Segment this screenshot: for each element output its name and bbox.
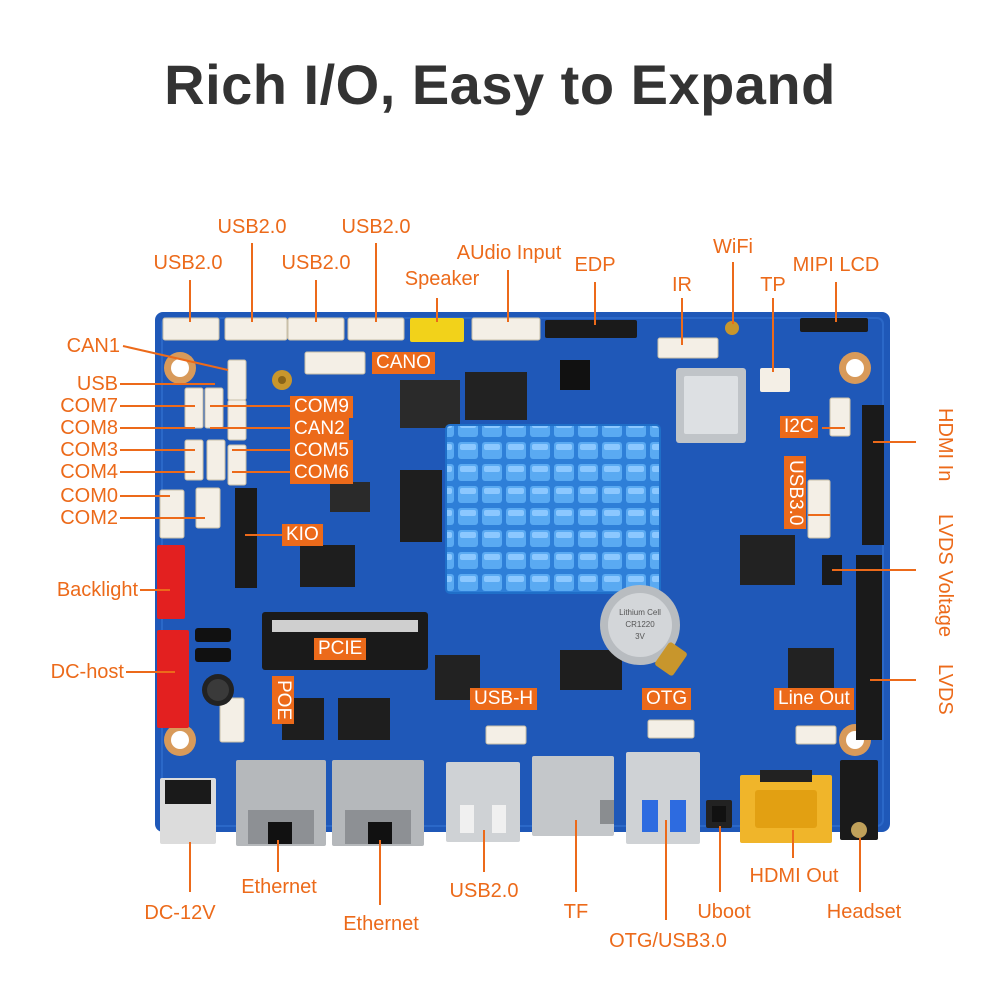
lvds-header: [856, 555, 882, 740]
label-com7: COM7: [60, 395, 118, 417]
tag-line-out: Line Out: [774, 688, 854, 710]
label-com4: COM4: [60, 461, 118, 483]
tag-cano: CANO: [372, 352, 435, 374]
tag-com6: COM6: [290, 462, 353, 484]
label-usb20-bottom: USB2.0: [449, 880, 519, 902]
tag-can2: CAN2: [290, 418, 349, 440]
tag-i2c: I2C: [780, 416, 818, 438]
label-hdmi-out: HDMI Out: [749, 865, 839, 887]
hdmi-in-header: [862, 405, 884, 545]
tag-otg: OTG: [642, 688, 692, 710]
label-lvds-voltage: LVDS Voltage: [934, 514, 956, 638]
label-speaker: Speaker: [404, 268, 480, 290]
label-headset: Headset: [826, 901, 902, 923]
label-com0: COM0: [60, 485, 118, 507]
kio-header: [235, 488, 257, 588]
backlight-connector: [157, 545, 185, 619]
tag-pcie: PCIE: [314, 638, 367, 660]
tag-poe: POE: [272, 676, 294, 725]
label-tf: TF: [563, 901, 589, 923]
label-uboot: Uboot: [697, 901, 751, 923]
tag-usb-h: USB-H: [470, 688, 538, 710]
label-lvds: LVDS: [934, 664, 956, 715]
tp-connector: [760, 368, 790, 392]
label-usb20-d: USB2.0: [341, 216, 411, 238]
label-backlight: Backlight: [56, 579, 138, 601]
label-usb20-a: USB2.0: [153, 252, 223, 274]
label-tp: TP: [760, 274, 786, 296]
label-usb: USB: [76, 373, 118, 395]
tag-com9: COM9: [290, 396, 353, 418]
label-ethernet-2: Ethernet: [343, 913, 419, 935]
label-usb20-b: USB2.0: [217, 216, 287, 238]
label-dc-host: DC-host: [50, 661, 124, 683]
label-can1: CAN1: [66, 335, 120, 357]
usb30-port: [626, 752, 700, 844]
label-com2: COM2: [60, 507, 118, 529]
tf-slot: [532, 756, 614, 836]
speaker-connector: [410, 318, 464, 342]
label-hdmi-in: HDMI In: [934, 408, 956, 482]
label-com8: COM8: [60, 417, 118, 439]
mipi-connector: [800, 318, 868, 332]
label-ir: IR: [672, 274, 692, 296]
edp-connector: [545, 320, 637, 338]
page-title: Rich I/O, Easy to Expand: [164, 53, 836, 116]
svg-text:Lithium Cell: Lithium Cell: [619, 608, 661, 617]
label-dc12v: DC-12V: [144, 902, 216, 924]
label-usb20-c: USB2.0: [281, 252, 351, 274]
svg-text:CR1220: CR1220: [625, 620, 655, 629]
headset-jack: [840, 760, 878, 840]
label-ethernet-1: Ethernet: [241, 876, 317, 898]
dc-host-connector: [157, 630, 189, 728]
label-otg-usb30: OTG/USB3.0: [609, 930, 727, 952]
label-mipi-lcd: MIPI LCD: [792, 254, 880, 276]
label-com3: COM3: [60, 439, 118, 461]
label-edp: EDP: [574, 254, 616, 276]
svg-text:3V: 3V: [635, 632, 645, 641]
label-wifi: WiFi: [713, 236, 753, 258]
tag-kio: KIO: [282, 524, 323, 546]
tag-usb30: USB3.0: [784, 456, 806, 530]
label-audio-input: AUdio Input: [456, 242, 562, 264]
heatsink: [446, 425, 660, 593]
tag-com5: COM5: [290, 440, 353, 462]
